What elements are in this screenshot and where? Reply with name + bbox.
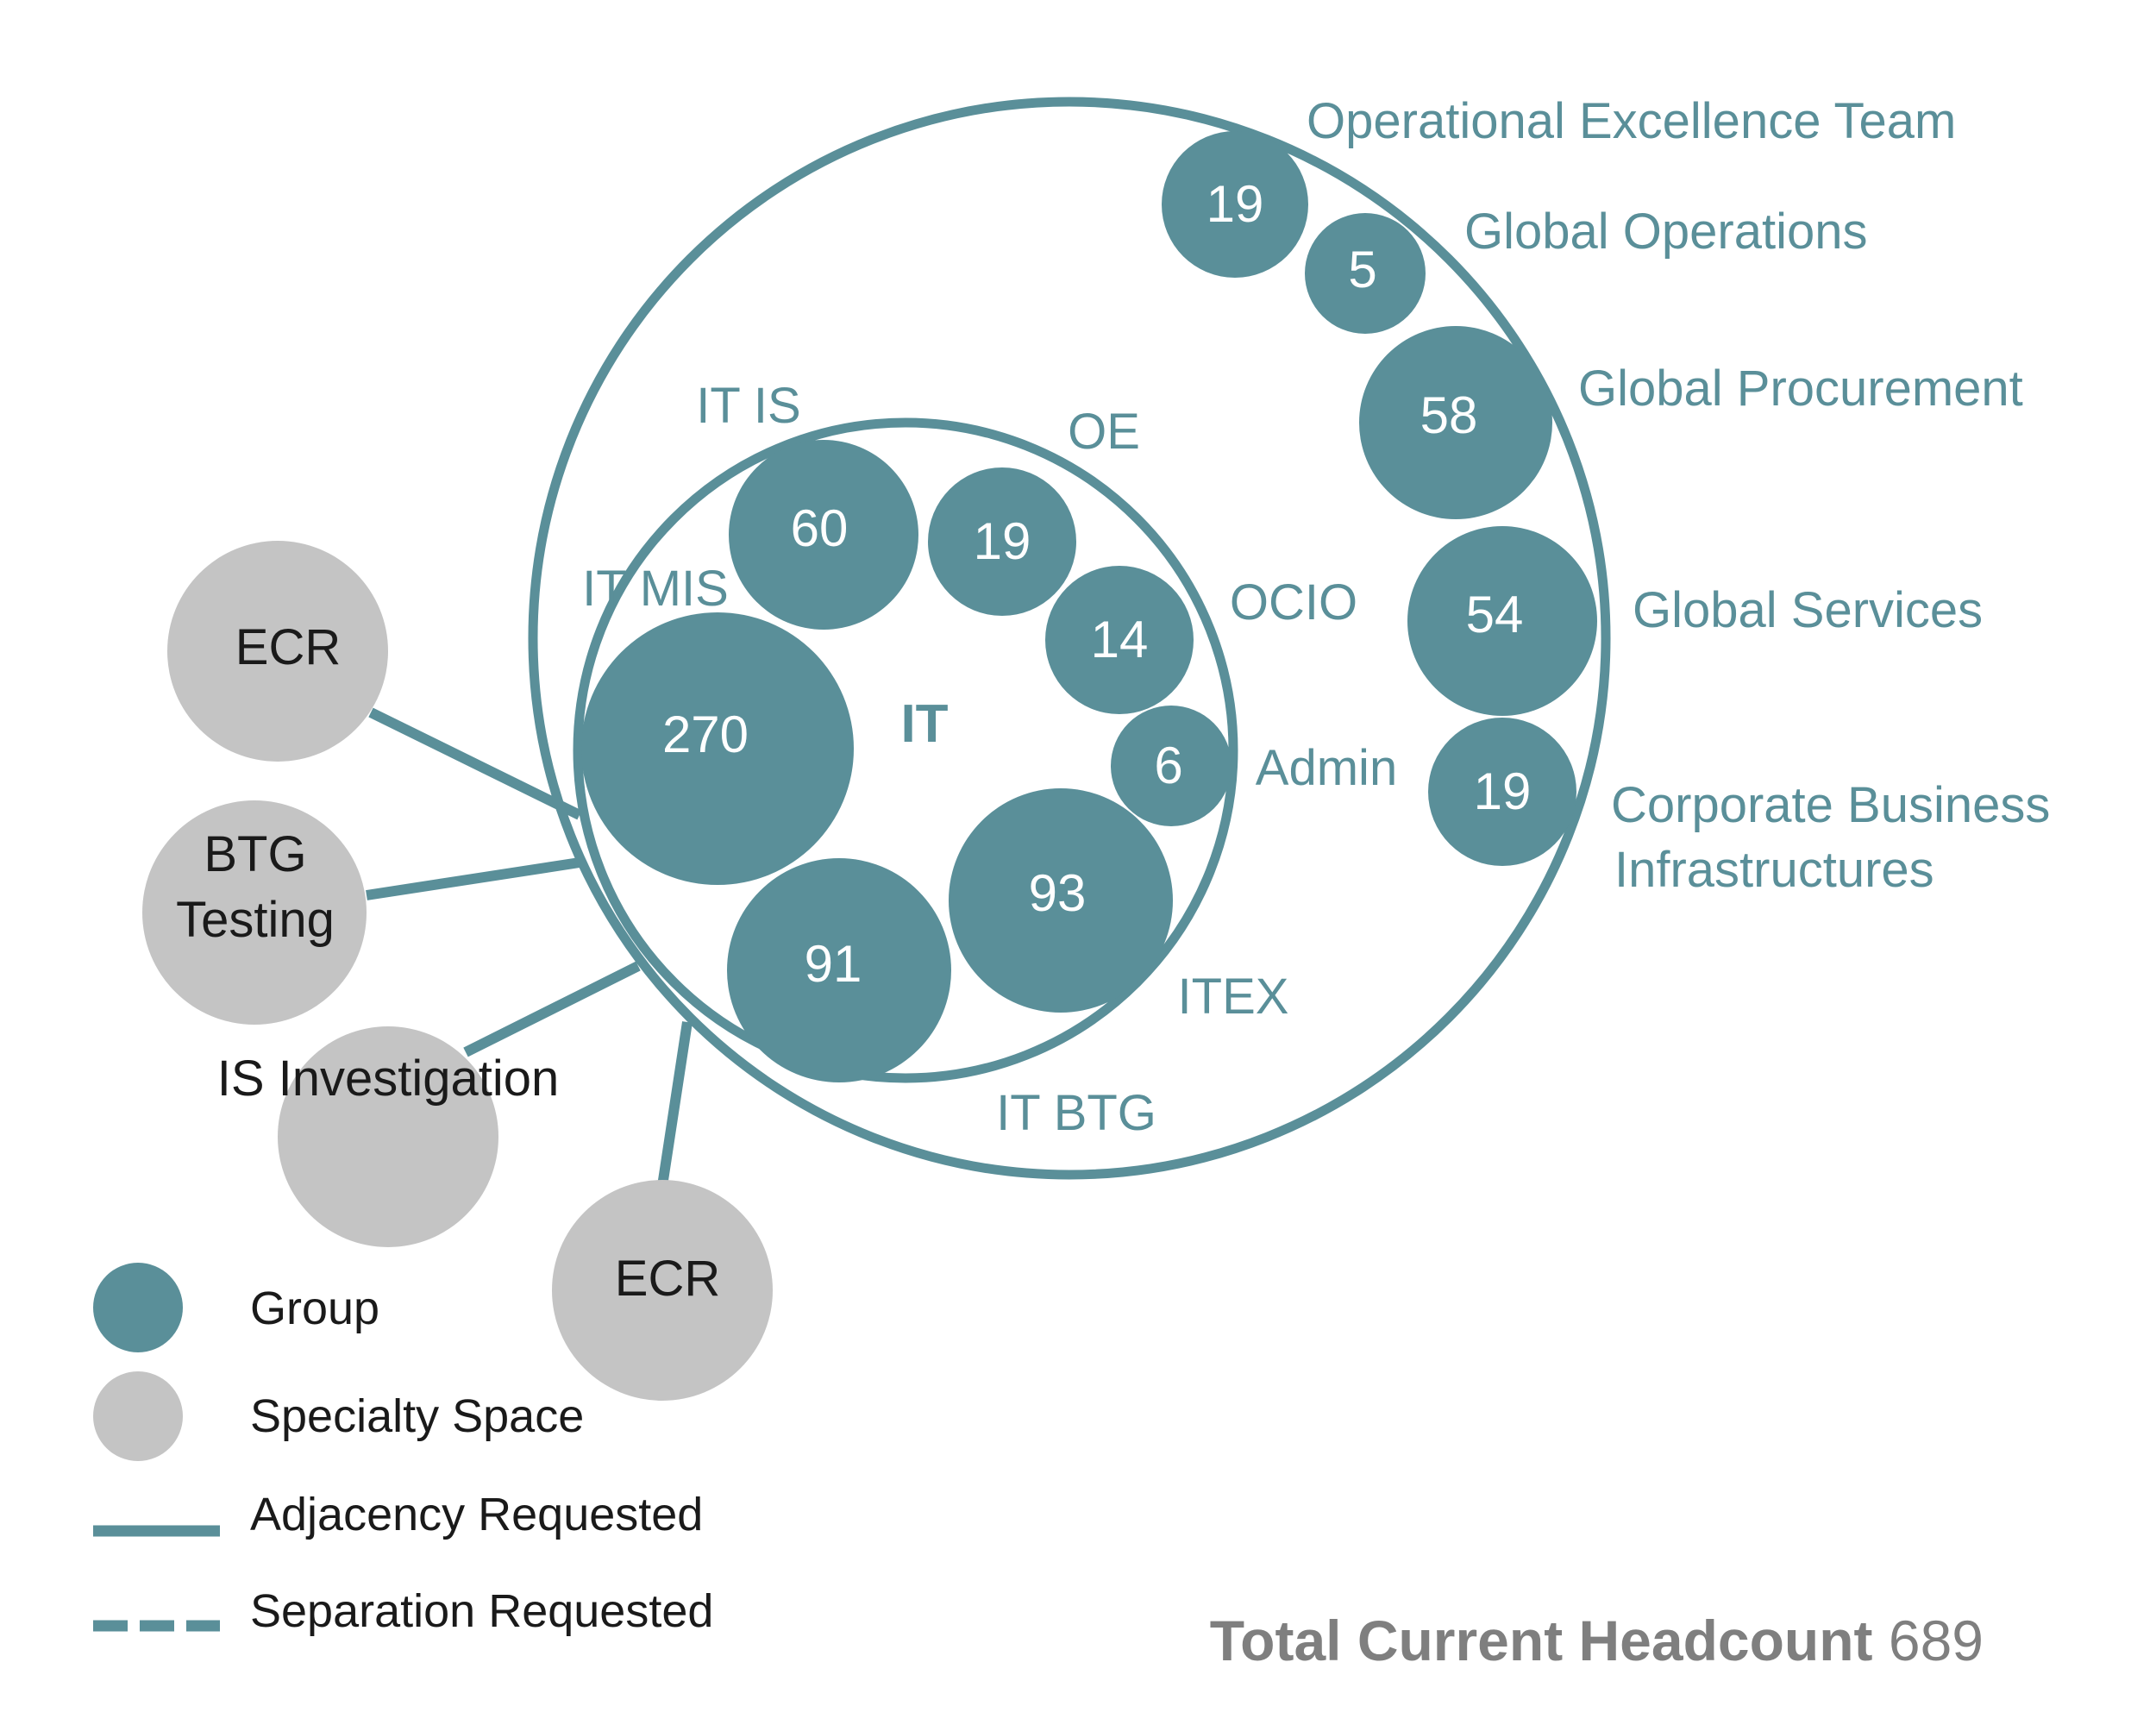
legend: Group Specialty Space Adjacency Requeste… bbox=[93, 1263, 713, 1637]
specialty-circle bbox=[278, 1026, 498, 1247]
adjacency-line-ecr-bottom bbox=[657, 1021, 693, 1187]
group-value: 5 bbox=[1348, 241, 1376, 298]
group-label: ITEX bbox=[1178, 969, 1289, 1025]
specialty-label: IS Investigation bbox=[217, 1051, 560, 1107]
group-itex: 93 ITEX bbox=[949, 788, 1288, 1025]
specialty-label-line1: BTG bbox=[204, 826, 306, 882]
group-global-services: 54 Global Services bbox=[1407, 526, 1983, 716]
group-label-line1: Corporate Business bbox=[1611, 777, 2050, 833]
specialty-circle bbox=[167, 541, 388, 762]
legend-item-specialty: Specialty Space bbox=[93, 1371, 584, 1461]
group-circle bbox=[1359, 326, 1552, 519]
group-circle bbox=[1162, 131, 1308, 278]
group-it-btg: 91 IT BTG bbox=[727, 858, 1156, 1141]
group-label-line2: Infrastructures bbox=[1614, 842, 1934, 898]
group-admin: 6 Admin bbox=[1111, 706, 1397, 826]
adjacency-line-ecr-top bbox=[368, 707, 582, 820]
group-label: IT MIS bbox=[582, 561, 729, 617]
group-value: 19 bbox=[974, 512, 1031, 570]
group-label: Global Operations bbox=[1464, 204, 1867, 260]
group-circle bbox=[1045, 566, 1194, 714]
total-label: Total Current Headcount bbox=[1210, 1609, 1873, 1672]
specialty-ecr-top: ECR bbox=[167, 541, 388, 762]
group-circle bbox=[581, 612, 854, 885]
group-label: Admin bbox=[1256, 740, 1397, 796]
group-value: 19 bbox=[1206, 175, 1264, 233]
specialty-btg-testing: BTG Testing bbox=[142, 800, 367, 1025]
total-value: 689 bbox=[1889, 1609, 1984, 1672]
total-spacer bbox=[1873, 1609, 1889, 1672]
legend-swatch-specialty bbox=[93, 1371, 183, 1461]
legend-label: Adjacency Requested bbox=[250, 1489, 703, 1540]
group-ocio: 14 OCIO bbox=[1045, 566, 1357, 714]
legend-item-group: Group bbox=[93, 1263, 379, 1352]
group-label: OCIO bbox=[1230, 574, 1357, 630]
legend-label: Specialty Space bbox=[250, 1390, 584, 1442]
group-circle bbox=[729, 440, 918, 630]
inner-ring-it bbox=[573, 417, 1238, 1083]
group-value: 6 bbox=[1154, 737, 1182, 794]
group-label: IT BTG bbox=[996, 1085, 1156, 1141]
group-corporate-business-infrastructures: 19 Corporate Business Infrastructures bbox=[1428, 718, 2050, 898]
specialty-circle bbox=[552, 1180, 773, 1401]
group-value: 54 bbox=[1466, 586, 1524, 643]
group-value: 60 bbox=[791, 499, 849, 557]
inner-ring-label: IT bbox=[900, 694, 948, 754]
group-circle bbox=[1428, 718, 1576, 866]
group-operational-excellence-team: 19 Operational Excellence Team bbox=[1162, 93, 1956, 278]
group-circle bbox=[1111, 706, 1232, 826]
group-circle bbox=[1407, 526, 1597, 716]
specialty-ecr-bottom: ECR bbox=[552, 1180, 773, 1401]
group-value: 270 bbox=[662, 706, 749, 763]
legend-item-separation: Separation Requested bbox=[93, 1585, 713, 1637]
adjacency-lines bbox=[366, 707, 693, 1187]
group-label: Global Services bbox=[1633, 582, 1983, 638]
group-value: 58 bbox=[1420, 386, 1478, 444]
group-oe: 19 OE bbox=[928, 404, 1140, 616]
outer-ring bbox=[528, 97, 1611, 1180]
group-global-procurement: 58 Global Procurement bbox=[1359, 326, 2023, 519]
specialty-label: ECR bbox=[235, 619, 341, 675]
group-value: 91 bbox=[805, 935, 862, 993]
group-label: IT IS bbox=[696, 378, 800, 434]
group-it-is: 60 IT IS bbox=[696, 378, 918, 630]
adjacency-line-btg-testing bbox=[366, 857, 580, 900]
legend-item-adjacency: Adjacency Requested bbox=[93, 1489, 703, 1540]
specialty-circle bbox=[142, 800, 367, 1025]
group-circle bbox=[949, 788, 1173, 1013]
group-circle bbox=[727, 858, 951, 1082]
group-global-operations: 5 Global Operations bbox=[1305, 204, 1867, 334]
group-label: Operational Excellence Team bbox=[1307, 93, 1956, 149]
specialty-label: ECR bbox=[615, 1251, 720, 1307]
specialty-label-line2: Testing bbox=[176, 892, 335, 948]
legend-label: Separation Requested bbox=[250, 1585, 713, 1637]
group-value: 14 bbox=[1091, 611, 1149, 668]
group-label: Global Procurement bbox=[1578, 361, 2023, 417]
group-value: 19 bbox=[1474, 762, 1532, 820]
group-circle bbox=[1305, 213, 1426, 334]
specialty-is-investigation: IS Investigation bbox=[217, 1026, 560, 1247]
group-it-mis: 270 IT MIS bbox=[581, 561, 854, 885]
total-headcount: Total Current Headcount 689 bbox=[1210, 1609, 1984, 1672]
adjacency-line-is-investigation bbox=[463, 961, 641, 1057]
group-circle bbox=[928, 467, 1076, 616]
legend-swatch-group bbox=[93, 1263, 183, 1352]
group-label: OE bbox=[1068, 404, 1140, 460]
group-value: 93 bbox=[1029, 864, 1087, 922]
legend-label: Group bbox=[250, 1283, 379, 1334]
